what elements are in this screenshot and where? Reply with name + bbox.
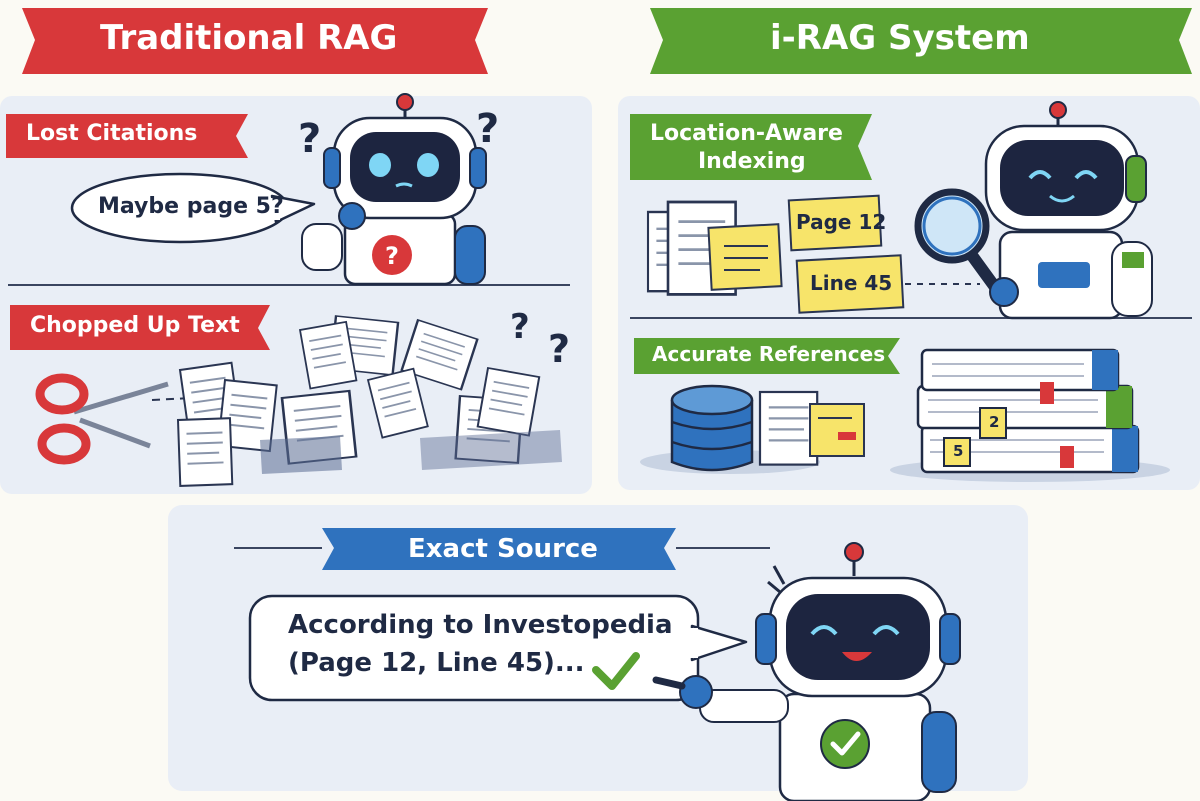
svg-text:?: ?: [385, 242, 399, 270]
accurate-references-tag: [634, 338, 900, 374]
svg-text:?: ?: [510, 307, 530, 347]
lost-citations-label: Lost Citations: [26, 121, 198, 146]
exact-quote-bubble: [248, 594, 748, 702]
chopped-up-text-label: Chopped Up Text: [30, 313, 240, 338]
book-number-b: 5: [953, 442, 964, 460]
irag-title: i-RAG System: [770, 18, 1030, 58]
line-note: [795, 254, 905, 314]
maybe-page-text: Maybe page 5?: [98, 194, 284, 219]
bookmark-icon: [1040, 382, 1074, 468]
location-aware-tag: [630, 114, 872, 180]
reference-document: [758, 390, 865, 466]
scissors-icon: [35, 373, 231, 465]
exact-source-label: Exact Source: [408, 534, 598, 564]
book-number-a: 2: [989, 413, 1000, 431]
irag-banner: [650, 8, 1192, 74]
pointing-robot: [652, 542, 961, 801]
question-icon: ? ? ? ?: [298, 106, 570, 371]
traditional-banner: [22, 8, 488, 74]
book-stack: [916, 348, 1140, 474]
location-aware-label-line2: Indexing: [698, 149, 806, 174]
svg-text:?: ?: [548, 327, 570, 371]
magnifier-icon: [914, 188, 1019, 307]
searching-robot: [984, 101, 1153, 320]
indexed-documents: [646, 200, 783, 296]
quote-line-1: According to Investopedia: [288, 610, 673, 640]
chopped-up-text-tag: [10, 305, 270, 350]
svg-text:?: ?: [298, 116, 321, 162]
page-note-text: Page 12: [796, 210, 887, 234]
line-note-text: Line 45: [810, 271, 893, 295]
accurate-references-label: Accurate References: [652, 342, 886, 366]
location-aware-label-line1: Location-Aware: [650, 121, 843, 146]
chopped-paper-scraps: [177, 314, 562, 487]
checkmark-icon: [592, 652, 640, 690]
database-icon: [670, 384, 754, 472]
confused-robot: ?: [301, 93, 487, 286]
svg-text:?: ?: [476, 106, 499, 152]
page-note: [787, 194, 883, 252]
traditional-title: Traditional RAG: [100, 18, 398, 58]
lost-citations-tag: [6, 114, 248, 158]
quote-line-2: (Page 12, Line 45)...: [288, 648, 585, 678]
maybe-page-bubble: [70, 172, 316, 244]
exact-source-tag: [322, 528, 676, 570]
